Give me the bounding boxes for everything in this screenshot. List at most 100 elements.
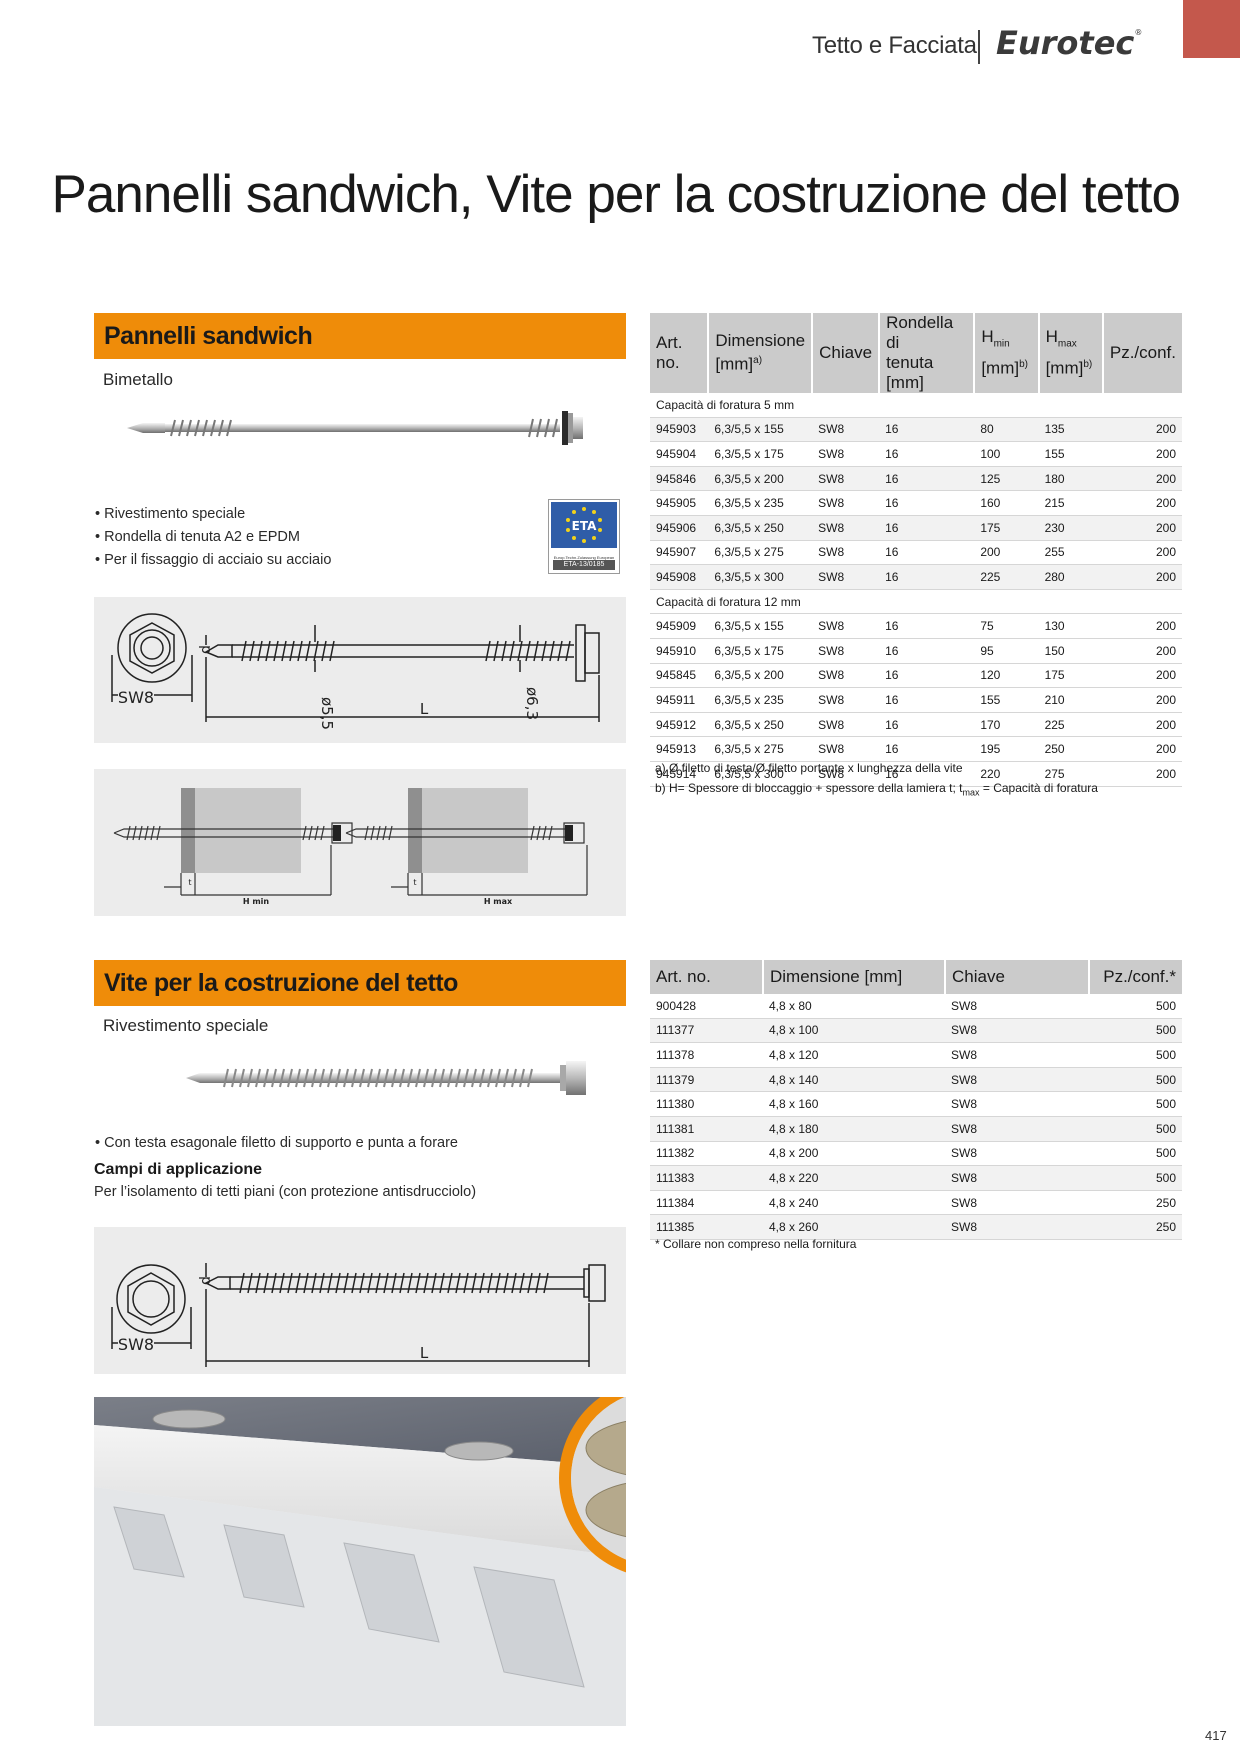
table-cell: 200 bbox=[1102, 515, 1182, 541]
table-cell: 4,8 x 180 bbox=[763, 1116, 945, 1142]
table-cell: 16 bbox=[879, 441, 975, 467]
table-cell: 945904 bbox=[650, 441, 709, 467]
brand-logo: Eurotec® bbox=[996, 24, 1143, 62]
list-item: Per il fissaggio di acciaio su acciaio bbox=[95, 549, 331, 572]
table-cell: 500 bbox=[1089, 1116, 1182, 1142]
table-cell: 200 bbox=[1102, 441, 1182, 467]
roof-technical-drawing: SW8 d L bbox=[94, 1227, 626, 1374]
table-cell: 6,3/5,5 x 235 bbox=[708, 687, 813, 713]
table-cell: 4,8 x 220 bbox=[763, 1165, 945, 1191]
table-cell: 120 bbox=[974, 663, 1039, 689]
table-cell: SW8 bbox=[945, 1141, 1089, 1167]
table-cell: 111383 bbox=[650, 1165, 763, 1191]
table-cell: 195 bbox=[974, 736, 1039, 762]
sandwich-technical-drawing: SW8 d ø5,5 ø6,3 L bbox=[94, 597, 626, 743]
eta-number: ETA-13/0185 bbox=[553, 560, 615, 570]
table-cell: 16 bbox=[879, 417, 975, 443]
table-cell: SW8 bbox=[812, 515, 880, 541]
table-group-row: Capacità di foratura 12 mm bbox=[650, 589, 1182, 615]
table-cell: SW8 bbox=[945, 1091, 1089, 1117]
table-cell: 130 bbox=[1038, 613, 1103, 639]
roof-table-note: * Collare non compreso nella fornitura bbox=[655, 1237, 857, 1251]
svg-text:d: d bbox=[198, 645, 214, 654]
roof-spec-table: Art. no. Dimensione [mm] Chiave Pz./conf… bbox=[650, 960, 1182, 1240]
table-cell: 111381 bbox=[650, 1116, 763, 1142]
table-cell: 16 bbox=[879, 466, 975, 492]
table-cell: SW8 bbox=[945, 1042, 1089, 1068]
table-cell: 945906 bbox=[650, 515, 709, 541]
table-cell: 4,8 x 200 bbox=[763, 1141, 945, 1167]
eta-badge: ETA Europ.Techn.Zulassung European Techn… bbox=[548, 499, 620, 574]
list-item: Con testa esagonale filetto di supporto … bbox=[95, 1132, 458, 1155]
section-label: Tetto e Facciata bbox=[812, 32, 977, 59]
table-cell: 500 bbox=[1089, 994, 1182, 1019]
col-dimension: Dimensione [mm] bbox=[763, 960, 946, 994]
table-cell: 16 bbox=[879, 515, 975, 541]
table-cell: 280 bbox=[1038, 564, 1103, 590]
table-cell: 6,3/5,5 x 300 bbox=[708, 564, 813, 590]
table-cell: 155 bbox=[1038, 441, 1103, 467]
table-cell: 6,3/5,5 x 235 bbox=[708, 490, 813, 516]
table-cell: 111378 bbox=[650, 1042, 763, 1068]
table-cell: 111385 bbox=[650, 1214, 763, 1240]
table-cell: 255 bbox=[1038, 540, 1103, 566]
table-cell: 945908 bbox=[650, 564, 709, 590]
svg-text:t: t bbox=[188, 878, 191, 887]
table-cell: SW8 bbox=[945, 1190, 1089, 1216]
table-cell: 250 bbox=[1038, 736, 1103, 762]
svg-text:ETA: ETA bbox=[572, 519, 597, 533]
table-cell: 200 bbox=[1102, 466, 1182, 492]
table-cell: 4,8 x 260 bbox=[763, 1214, 945, 1240]
table-cell: SW8 bbox=[812, 540, 880, 566]
table-cell: 6,3/5,5 x 155 bbox=[708, 417, 813, 443]
table-cell: SW8 bbox=[812, 712, 880, 738]
svg-text:H max: H max bbox=[484, 897, 513, 906]
table-cell: 170 bbox=[974, 712, 1039, 738]
table-cell: 945914 bbox=[650, 761, 709, 787]
corner-tab bbox=[1183, 0, 1240, 58]
table-cell: 4,8 x 100 bbox=[763, 1018, 945, 1044]
table-group-row: Capacità di foratura 5 mm bbox=[650, 393, 1182, 418]
table-cell: 16 bbox=[879, 687, 975, 713]
roof-screw-image bbox=[186, 1061, 586, 1095]
table-cell: SW8 bbox=[812, 663, 880, 689]
table-cell: 200 bbox=[1102, 712, 1182, 738]
table-cell: 200 bbox=[1102, 540, 1182, 566]
col-pcs: Pz./conf.* bbox=[1089, 960, 1182, 994]
table-cell: 6,3/5,5 x 200 bbox=[708, 466, 813, 492]
table-cell: SW8 bbox=[812, 736, 880, 762]
table-cell: 6,3/5,5 x 250 bbox=[708, 515, 813, 541]
table-header-row: Art. no. Dimensione[mm]a) Chiave Rondell… bbox=[650, 313, 1182, 393]
table-cell: 500 bbox=[1089, 1165, 1182, 1191]
table-cell: SW8 bbox=[945, 1067, 1089, 1093]
table-cell: 6,3/5,5 x 200 bbox=[708, 663, 813, 689]
table-cell: 16 bbox=[879, 712, 975, 738]
table-cell: 945911 bbox=[650, 687, 709, 713]
sandwich-note-b: b) H= Spessore di bloccaggio + spessore … bbox=[655, 781, 1098, 798]
table-cell: SW8 bbox=[812, 564, 880, 590]
table-cell: 111380 bbox=[650, 1091, 763, 1117]
table-cell: 945846 bbox=[650, 466, 709, 492]
table-cell: 16 bbox=[879, 613, 975, 639]
table-cell: 75 bbox=[974, 613, 1039, 639]
table-cell: 16 bbox=[879, 761, 975, 787]
table-cell: 945907 bbox=[650, 540, 709, 566]
table-cell: 80 bbox=[974, 417, 1039, 443]
col-key: Chiave bbox=[945, 960, 1090, 994]
svg-text:d: d bbox=[198, 1276, 214, 1285]
roof-application-photo bbox=[94, 1397, 626, 1726]
table-cell: 6,3/5,5 x 300 bbox=[708, 761, 813, 787]
table-cell: 200 bbox=[1102, 761, 1182, 787]
